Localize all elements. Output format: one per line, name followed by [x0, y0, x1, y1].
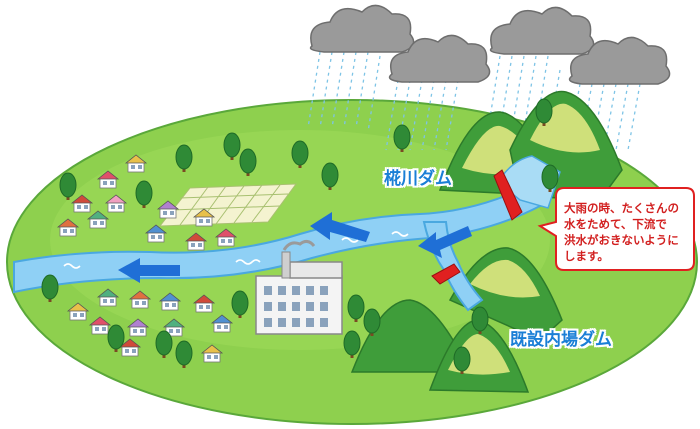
rain: [307, 51, 641, 151]
cloud-icon: [388, 34, 491, 83]
flow-arrow-icon: [418, 226, 472, 258]
cloud-icon: [309, 4, 415, 53]
upper-dam-label: 椛川ダム: [384, 169, 452, 189]
cloud-icon: [568, 36, 671, 85]
callout-bubble: [537, 187, 695, 271]
flow-arrow-icon: [118, 258, 180, 283]
dam-icon: [493, 169, 523, 221]
flow-arrow-icon: [310, 212, 370, 242]
cloud-icon: [489, 6, 595, 55]
lower-mountains: [350, 247, 563, 393]
factory-icon: [255, 239, 343, 335]
callout-text: 大雨の時、たくさんの 水をためて、下流で 洪水がおきないように します。: [564, 201, 679, 263]
dam-icon: [431, 263, 461, 285]
lower-dam-label: 既設内場ダム: [510, 330, 612, 350]
